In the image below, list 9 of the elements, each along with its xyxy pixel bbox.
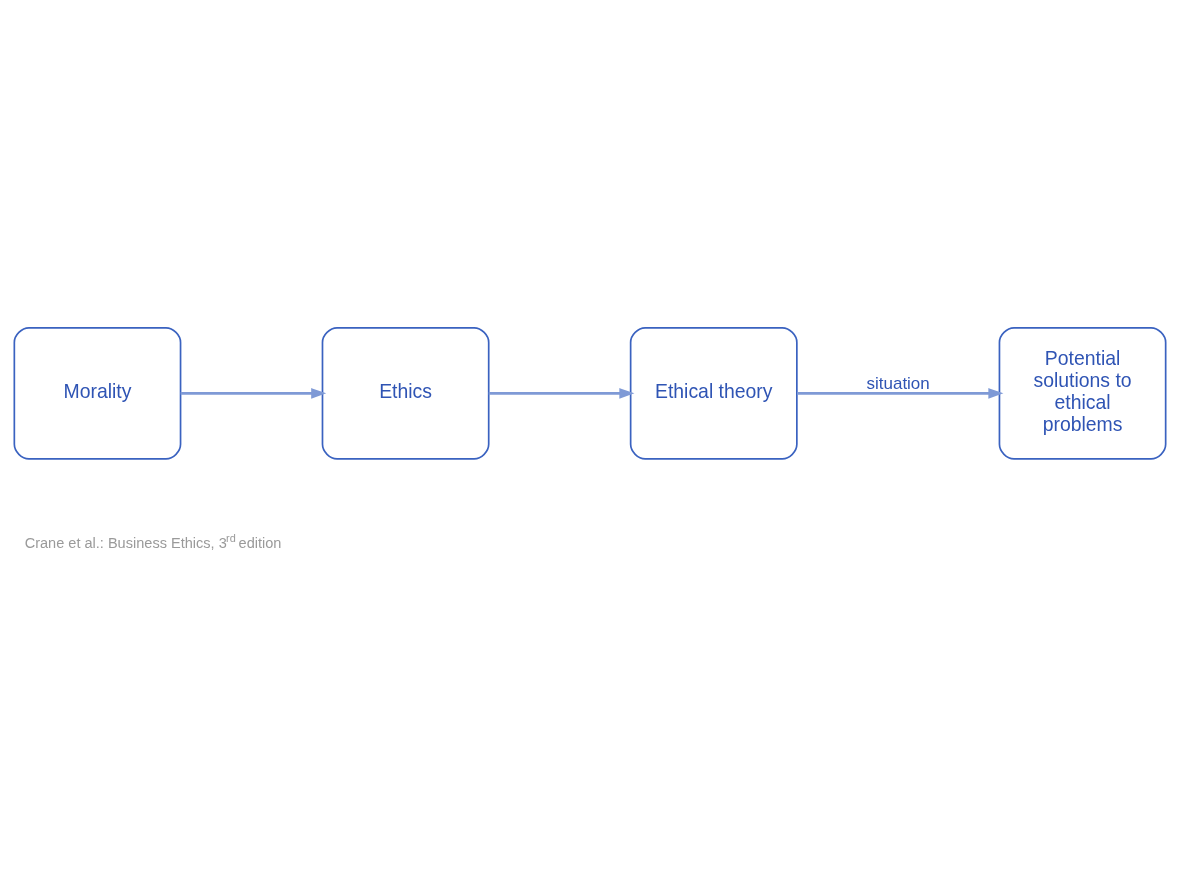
arrow (488, 388, 635, 399)
node-box: Ethics (321, 327, 490, 460)
edge-label: situation (866, 373, 930, 393)
caption: Crane et al.: Business Ethics, 3$^{rd}$ edition (24, 531, 282, 551)
arrow (180, 388, 327, 399)
node-box: Ethical theory (629, 327, 798, 460)
node-box: Morality (13, 327, 182, 460)
arrow (797, 388, 1004, 399)
node-box: Potential solutions to ethical problems (998, 327, 1167, 460)
